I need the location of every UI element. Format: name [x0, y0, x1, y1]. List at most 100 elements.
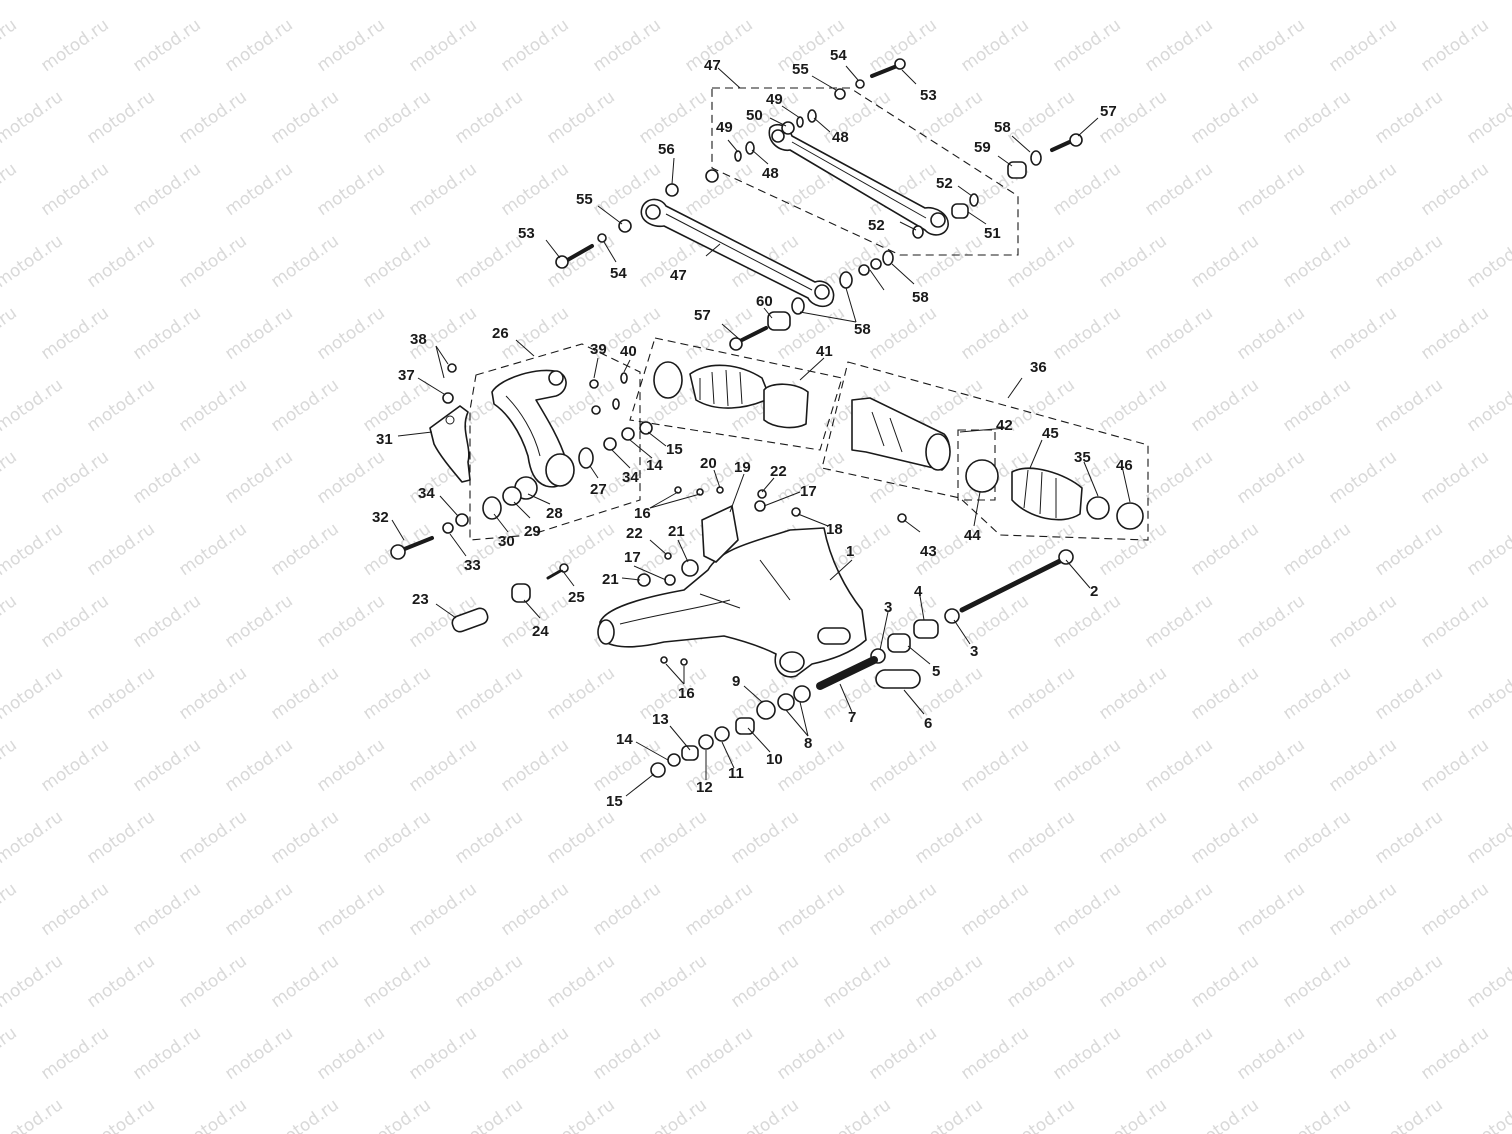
- watermark-text: motod.ru: [37, 447, 112, 508]
- callout-label: 58: [912, 289, 929, 306]
- watermark-text: motod.ru: [635, 807, 710, 868]
- watermark-text: motod.ru: [451, 663, 526, 724]
- watermark-text: motod.ru: [1325, 735, 1400, 796]
- watermark-text: motod.ru: [83, 0, 158, 4]
- watermark-text: motod.ru: [221, 1023, 296, 1084]
- watermark-text: motod.ru: [1141, 735, 1216, 796]
- watermark-text: motod.ru: [129, 159, 204, 220]
- watermark-text: motod.ru: [1187, 807, 1262, 868]
- watermark-text: motod.ru: [957, 303, 1032, 364]
- watermark-text: motod.ru: [1049, 15, 1124, 76]
- watermark-text: motod.ru: [129, 447, 204, 508]
- watermark-text: motod.ru: [1417, 447, 1492, 508]
- callout-label: 16: [678, 685, 695, 702]
- watermark-text: motod.ru: [543, 231, 618, 292]
- watermark-text: motod.ru: [83, 663, 158, 724]
- watermark-text: motod.ru: [313, 1023, 388, 1084]
- callout-label: 17: [624, 549, 641, 566]
- watermark-text: motod.ru: [1325, 159, 1400, 220]
- pin-23: [451, 607, 489, 633]
- watermark-text: motod.ru: [865, 879, 940, 940]
- watermark-text: motod.ru: [1371, 1095, 1446, 1134]
- watermark-text: motod.ru: [1325, 591, 1400, 652]
- callout-label: 36: [1030, 359, 1047, 376]
- watermark-text: motod.ru: [1279, 87, 1354, 148]
- watermark-text: motod.ru: [405, 159, 480, 220]
- watermark-text: motod.ru: [819, 0, 894, 4]
- callout-label: 19: [734, 459, 751, 476]
- watermark-text: motod.ru: [1187, 951, 1262, 1012]
- grommet-21-a: [681, 559, 699, 577]
- callout-label: 25: [568, 589, 585, 606]
- callout-label: 32: [372, 509, 389, 526]
- watermark-text: motod.ru: [129, 303, 204, 364]
- watermark-text: motod.ru: [727, 807, 802, 868]
- watermark-text: motod.ru: [497, 591, 572, 652]
- watermark-text: motod.ru: [0, 87, 67, 148]
- rubber-6: [875, 669, 921, 689]
- watermark-text: motod.ru: [957, 735, 1032, 796]
- callout-label: 15: [606, 793, 623, 810]
- nut-60-a: [870, 258, 882, 270]
- watermark-text: motod.ru: [1141, 879, 1216, 940]
- watermark-text: motod.ru: [37, 159, 112, 220]
- watermark-text: motod.ru: [911, 0, 986, 4]
- watermark-text: motod.ru: [1463, 231, 1512, 292]
- watermark-text: motod.ru: [267, 231, 342, 292]
- watermark-text: motod.ru: [175, 87, 250, 148]
- nut-55-lower: [618, 219, 632, 233]
- callout-label: 39: [590, 341, 607, 358]
- watermark-text: motod.ru: [773, 15, 848, 76]
- watermark-text: motod.ru: [83, 375, 158, 436]
- clamp-44: [965, 459, 999, 493]
- seal-12: [698, 734, 714, 750]
- watermark-text: motod.ru: [1417, 879, 1492, 940]
- watermark-text: motod.ru: [221, 735, 296, 796]
- washer-14-b: [667, 753, 681, 767]
- plate-31: [429, 405, 471, 483]
- watermark-text: motod.ru: [0, 159, 21, 220]
- watermark-text: motod.ru: [681, 735, 756, 796]
- watermark-text: motod.ru: [405, 1023, 480, 1084]
- nut-15-b: [650, 762, 666, 778]
- watermark-text: motod.ru: [1049, 1023, 1124, 1084]
- watermark-text: motod.ru: [1279, 807, 1354, 868]
- washer-33: [442, 522, 454, 534]
- watermark-text: motod.ru: [37, 303, 112, 364]
- watermark-text: motod.ru: [1463, 0, 1512, 4]
- callout-label: 38: [410, 331, 427, 348]
- watermark-text: motod.ru: [1187, 375, 1262, 436]
- callout-labels: 1 2 3 3 4 5 6 7 8 9 10 11 12 13 14 14 15…: [372, 47, 1133, 810]
- callout-label: 3: [884, 599, 892, 616]
- watermark-text: motod.ru: [1141, 1023, 1216, 1084]
- boot-41: [653, 361, 809, 429]
- watermark-text: motod.ru: [681, 303, 756, 364]
- washer-58-upper: [1030, 150, 1042, 166]
- watermark-text: motod.ru: [1187, 1095, 1262, 1134]
- watermark-text: motod.ru: [83, 87, 158, 148]
- spacer-59-upper: [1007, 161, 1027, 179]
- nut-60-b: [858, 264, 870, 276]
- leader-lines: [391, 65, 1131, 797]
- watermark-text: motod.ru: [0, 879, 21, 940]
- watermark-text: motod.ru: [865, 1023, 940, 1084]
- watermark-text: motod.ru: [1233, 159, 1308, 220]
- callout-label: 15: [666, 441, 683, 458]
- watermark-text: motod.ru: [83, 519, 158, 580]
- watermark-text: motod.ru: [819, 87, 894, 148]
- screw-16-c: [660, 656, 668, 664]
- watermark-text: motod.ru: [1003, 951, 1078, 1012]
- watermark-text: motod.ru: [1279, 0, 1354, 4]
- watermark-text: motod.ru: [1049, 735, 1124, 796]
- seal-48-b: [807, 109, 817, 123]
- watermark-text: motod.ru: [1141, 15, 1216, 76]
- watermark-text: motod.ru: [129, 879, 204, 940]
- watermark-text: motod.ru: [221, 303, 296, 364]
- watermark-text: motod.ru: [221, 879, 296, 940]
- callout-label: 18: [826, 521, 843, 538]
- watermark-text: motod.ru: [0, 519, 67, 580]
- watermark-text: motod.ru: [1417, 15, 1492, 76]
- callout-label: 57: [1100, 103, 1117, 120]
- spacer-13: [681, 745, 699, 761]
- watermark-text: motod.ru: [1371, 951, 1446, 1012]
